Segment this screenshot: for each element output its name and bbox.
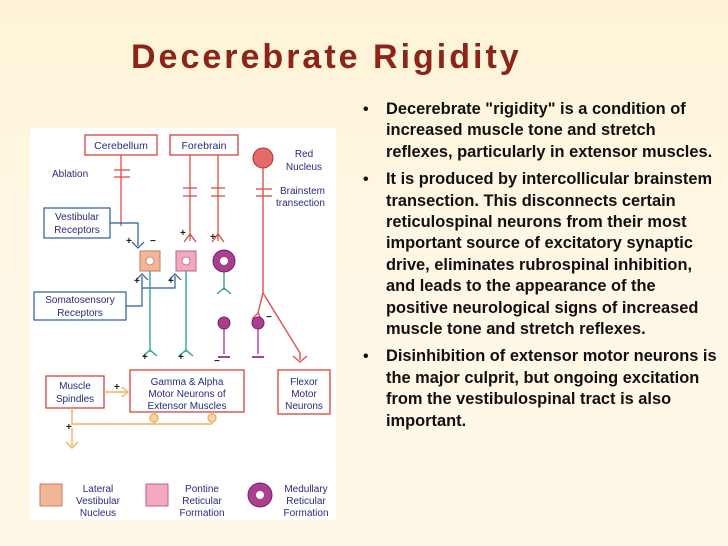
svg-text:Neurons: Neurons (285, 401, 323, 412)
svg-text:+: + (180, 228, 186, 239)
bullet-item: • It is produced by intercollicular brain… (360, 169, 722, 340)
bullet-dot: • (363, 101, 369, 118)
svg-text:Motor: Motor (291, 389, 317, 400)
svg-text:Motor Neurons of: Motor Neurons of (148, 389, 225, 400)
svg-text:Lateral: Lateral (83, 484, 114, 495)
svg-text:Muscle: Muscle (59, 381, 91, 392)
muscle-spindles-box: Muscle Spindles (45, 375, 105, 409)
svg-text:Receptors: Receptors (57, 308, 103, 319)
lateral-vestibular-cell (139, 250, 161, 272)
legend: Lateral Vestibular Nucleus Pontine Retic… (39, 482, 329, 519)
svg-text:+: + (210, 232, 216, 243)
svg-text:Formation: Formation (283, 508, 328, 519)
svg-text:Medullary: Medullary (284, 484, 327, 495)
svg-text:Flexor: Flexor (290, 377, 318, 388)
ablation-cut (114, 155, 130, 226)
bullet-dot: • (363, 348, 369, 366)
spindle-afferents (65, 386, 217, 449)
svg-text:Nucleus: Nucleus (286, 162, 322, 173)
cerebellum-label: Cerebellum (94, 140, 148, 152)
slide-title: Decerebrate Rigidity (131, 38, 522, 76)
svg-text:Extensor Muscles: Extensor Muscles (148, 401, 227, 412)
svg-text:Reticular: Reticular (182, 496, 222, 507)
svg-text:Formation: Formation (179, 508, 224, 519)
svg-text:Gamma & Alpha: Gamma & Alpha (151, 377, 224, 388)
svg-text:Reticular: Reticular (286, 496, 326, 507)
forebrain-box: Forebrain (169, 134, 239, 156)
svg-text:−: − (214, 356, 220, 367)
svg-text:Receptors: Receptors (54, 225, 100, 236)
descending-axons (142, 271, 232, 357)
svg-text:Nucleus: Nucleus (80, 508, 116, 519)
svg-text:Spindles: Spindles (56, 394, 94, 405)
rubrospinal-tract (251, 168, 308, 363)
svg-text:+: + (168, 276, 174, 287)
svg-text:+: + (66, 422, 72, 433)
bullet-text: Decerebrate "rigidity" is a condition of… (386, 100, 713, 161)
bullet-item: • Decerebrate "rigidity" is a condition o… (360, 99, 722, 163)
vestibular-receptors: Vestibular Receptors (43, 207, 111, 239)
svg-text:+: + (134, 276, 140, 287)
bullet-text: Disinhibition of extensor motor neurons … (386, 347, 717, 430)
brainstem-label: Brainstem (280, 186, 325, 197)
svg-text:Pontine: Pontine (185, 484, 219, 495)
svg-text:Red: Red (295, 149, 313, 160)
svg-text:Vestibular: Vestibular (55, 212, 100, 223)
svg-text:+: + (126, 236, 132, 247)
somatosensory-receptors: Somatosensory Receptors (33, 291, 127, 321)
forebrain-label: Forebrain (182, 140, 227, 152)
forebrain-pathways (183, 155, 225, 243)
cerebellum-box: Cerebellum (84, 134, 158, 156)
bullet-list: • Decerebrate "rigidity" is a condition o… (360, 99, 722, 438)
svg-text:transection: transection (276, 198, 325, 209)
red-nucleus: Red Nucleus (252, 147, 322, 173)
svg-text:−: − (266, 312, 272, 323)
ablation-label: Ablation (52, 169, 88, 180)
svg-text:Vestibular: Vestibular (76, 496, 121, 507)
pontine-reticular-cell (175, 250, 197, 272)
medullary-reticular-cell (212, 249, 236, 273)
svg-text:+: + (114, 382, 120, 393)
flexor-box: Flexor Motor Neurons (277, 369, 331, 415)
svg-text:Somatosensory: Somatosensory (45, 295, 114, 306)
motor-neurons-box: Gamma & Alpha Motor Neurons of Extensor … (129, 369, 245, 413)
bullet-item: • Disinhibition of extensor motor neurons… (360, 346, 722, 432)
svg-text:−: − (150, 236, 156, 247)
decerebrate-diagram: Cerebellum Forebrain Ablation Red (30, 128, 336, 520)
medullary-interneurons (217, 316, 265, 358)
svg-text:+: + (142, 352, 148, 363)
bullet-dot: • (363, 171, 369, 189)
svg-text:+: + (178, 352, 184, 363)
bullet-text: It is produced by intercollicular brains… (386, 170, 713, 339)
